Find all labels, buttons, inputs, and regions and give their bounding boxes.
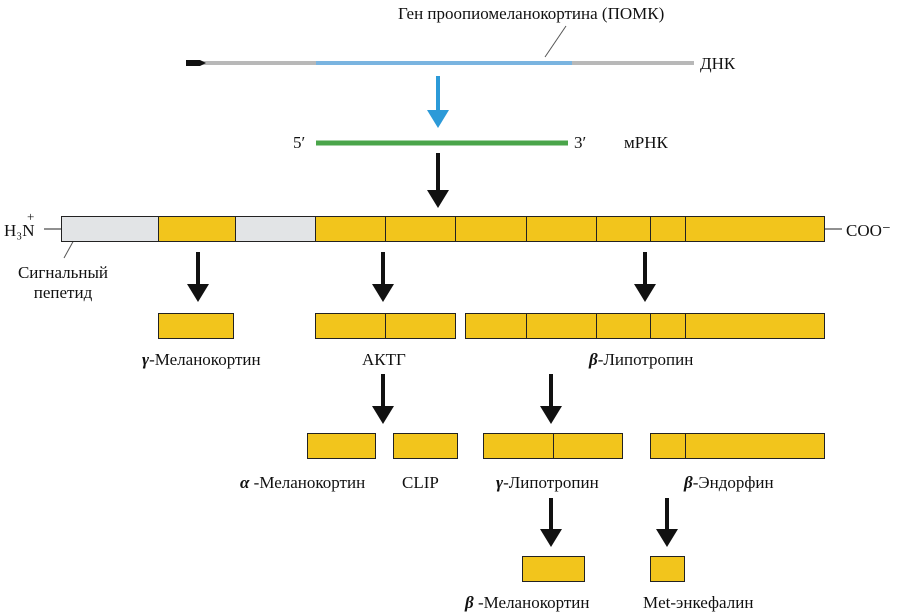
gamma-lph-label: γ-Липотропин	[496, 473, 599, 493]
greek-letter: β	[589, 350, 598, 369]
n-terminus-charge: +	[27, 209, 35, 224]
gene-leader-line	[544, 25, 567, 58]
c-terminus-label: COO⁻	[846, 221, 891, 240]
arrow-beta-lph-split	[540, 374, 562, 424]
gamma-msh-peptide	[158, 313, 234, 339]
greek-letter: α	[240, 473, 250, 492]
beta-endorphin-peptide	[650, 433, 825, 459]
dna-end-icon	[186, 60, 206, 66]
mrna-label: мРНК	[624, 133, 668, 152]
beta-msh-label: β -Меланокортин	[465, 593, 590, 613]
greek-letter: β	[465, 593, 474, 612]
arrow-to-met-enkephalin	[656, 498, 678, 547]
met-enkephalin-peptide	[650, 556, 685, 582]
greek-letter: β	[684, 473, 693, 492]
transcription-arrow	[427, 76, 449, 128]
gamma-msh-label: γ-Меланокортин	[142, 350, 261, 370]
peptide-name: -Липотропин	[597, 350, 694, 369]
beta-endorphin-label: β-Эндорфин	[684, 473, 774, 493]
gamma-msh-segment	[158, 216, 236, 242]
divider	[596, 216, 597, 242]
peptide-name: -Меланокортин	[473, 593, 590, 612]
arrow-to-beta-lph	[634, 252, 656, 302]
acth-lph-region	[315, 216, 825, 242]
divider	[385, 216, 386, 242]
divider	[553, 433, 554, 459]
beta-lph-peptide	[465, 313, 825, 339]
arrow-to-gamma-msh	[187, 252, 209, 302]
divider	[650, 216, 651, 242]
acth-label: АКТГ	[362, 350, 406, 369]
alpha-msh-peptide	[307, 433, 376, 459]
clip-label: CLIP	[402, 473, 439, 492]
divider	[526, 216, 527, 242]
arrow-to-acth	[372, 252, 394, 302]
divider	[455, 216, 456, 242]
divider	[650, 313, 651, 339]
beta-msh-peptide	[522, 556, 585, 582]
arrow-acth-split	[372, 374, 394, 424]
gene-label: Ген проопиомеланокортина (ПОМК)	[398, 4, 665, 23]
peptide-name: -Эндорфин	[692, 473, 774, 492]
dna-label: ДНК	[700, 54, 736, 73]
greek-letter: γ	[496, 473, 504, 492]
divider	[596, 313, 597, 339]
arrow-to-beta-msh	[540, 498, 562, 547]
peptide-name: -Меланокортин	[149, 350, 261, 369]
signal-peptide-segment	[61, 216, 159, 242]
translation-arrow	[427, 153, 449, 208]
divider	[526, 313, 527, 339]
three-prime-label: 3′	[574, 133, 587, 152]
alpha-msh-label: α -Меланокортин	[240, 473, 365, 493]
peptide-name: -Липотропин	[503, 473, 599, 492]
clip-peptide	[393, 433, 458, 459]
peptide-name: -Меланокортин	[249, 473, 366, 492]
five-prime-label: 5′	[293, 133, 306, 152]
divider	[685, 433, 686, 459]
spacer-segment	[235, 216, 316, 242]
greek-letter: γ	[142, 350, 150, 369]
signal-peptide-label: Сигнальный пепетид	[17, 263, 109, 302]
met-enkephalin-label: Met-энкефалин	[643, 593, 754, 612]
n-terminus-label: H₃N	[4, 221, 35, 240]
divider	[385, 313, 386, 339]
divider	[685, 216, 686, 242]
beta-lph-label: β-Липотропин	[589, 350, 693, 370]
divider	[685, 313, 686, 339]
